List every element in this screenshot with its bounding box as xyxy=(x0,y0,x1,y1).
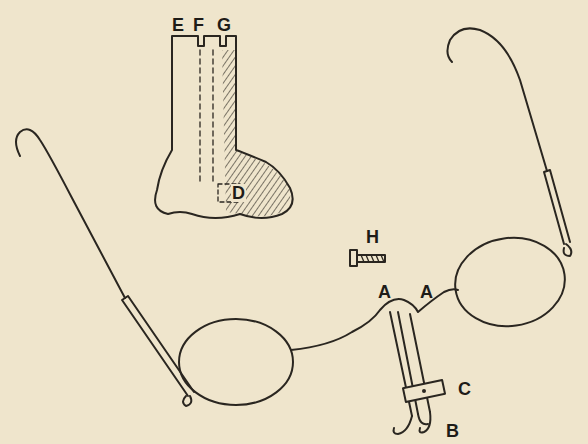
nose-clip xyxy=(390,312,445,434)
part-letter: G xyxy=(217,16,231,34)
part-letter: F xyxy=(193,16,204,34)
part-letter: H xyxy=(366,228,379,246)
part-letter: E xyxy=(172,16,184,34)
part-letter: B xyxy=(446,422,459,440)
right-lens xyxy=(449,231,570,333)
part-letter: A xyxy=(378,283,391,301)
left-temple xyxy=(16,129,194,406)
part-letter: A xyxy=(420,283,433,301)
right-temple xyxy=(447,28,571,256)
left-lens xyxy=(179,319,293,405)
part-letter: C xyxy=(458,380,471,398)
nose-piece xyxy=(155,36,293,218)
screw xyxy=(350,250,385,266)
part-letter: D xyxy=(231,184,246,202)
